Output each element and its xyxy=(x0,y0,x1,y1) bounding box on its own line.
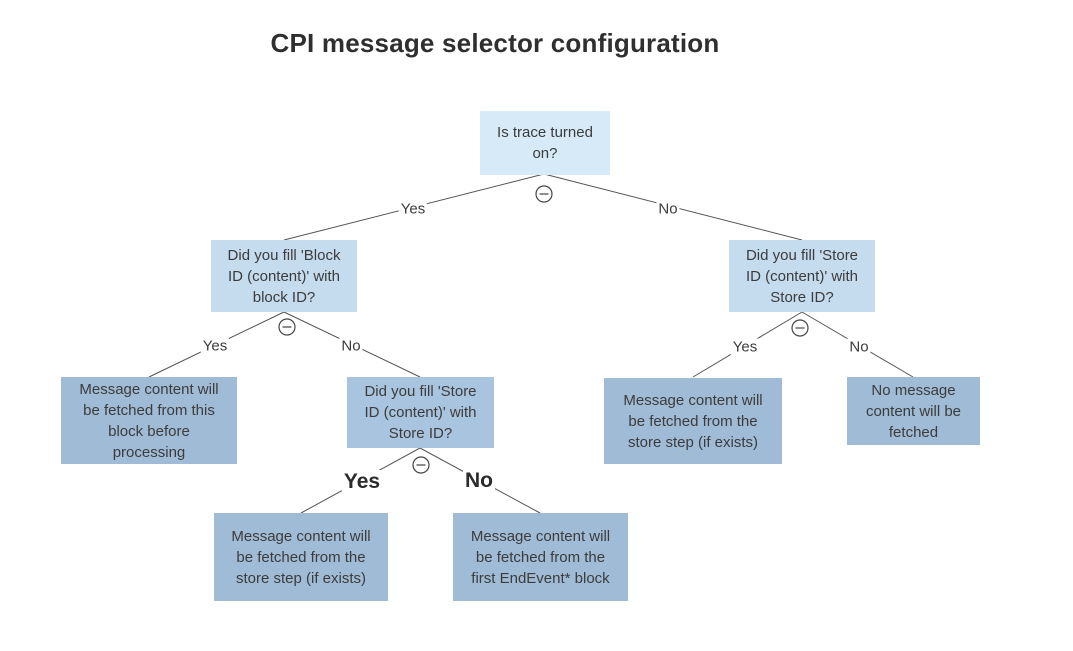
node-leaf-fetched-from-store-step-right: Message content will be fetched from the… xyxy=(604,378,782,464)
node-block-id-question: Did you fill 'Block ID (content)' with b… xyxy=(211,240,357,312)
collapse-icon[interactable] xyxy=(791,319,809,337)
node-leaf-no-message-content: No message content will be fetched xyxy=(847,377,980,445)
node-leaf-fetched-from-endevent: Message content will be fetched from the… xyxy=(453,513,628,601)
edge-label-store-right-no: No xyxy=(847,338,871,356)
node-store-id-question-middle: Did you fill 'Store ID (content)' with S… xyxy=(347,377,494,448)
edge-label-root-no: No xyxy=(656,200,680,218)
node-store-id-question-right: Did you fill 'Store ID (content)' with S… xyxy=(729,240,875,312)
edge-label-store-mid-no: No xyxy=(463,469,495,493)
collapse-icon[interactable] xyxy=(412,456,430,474)
node-is-trace-turned-on: Is trace turned on? xyxy=(480,111,610,175)
collapse-icon[interactable] xyxy=(535,185,553,203)
edge-label-block-no: No xyxy=(339,337,363,355)
node-leaf-fetched-from-block: Message content will be fetched from thi… xyxy=(61,377,237,464)
edge-label-store-right-yes: Yes xyxy=(730,338,760,356)
edge-label-store-mid-yes: Yes xyxy=(341,470,383,494)
diagram-title: CPI message selector configuration xyxy=(270,28,720,58)
node-leaf-fetched-from-store-step-bottom: Message content will be fetched from the… xyxy=(214,513,388,601)
collapse-icon[interactable] xyxy=(278,318,296,336)
edge-label-root-yes: Yes xyxy=(398,200,428,218)
edge-label-block-yes: Yes xyxy=(200,337,230,355)
